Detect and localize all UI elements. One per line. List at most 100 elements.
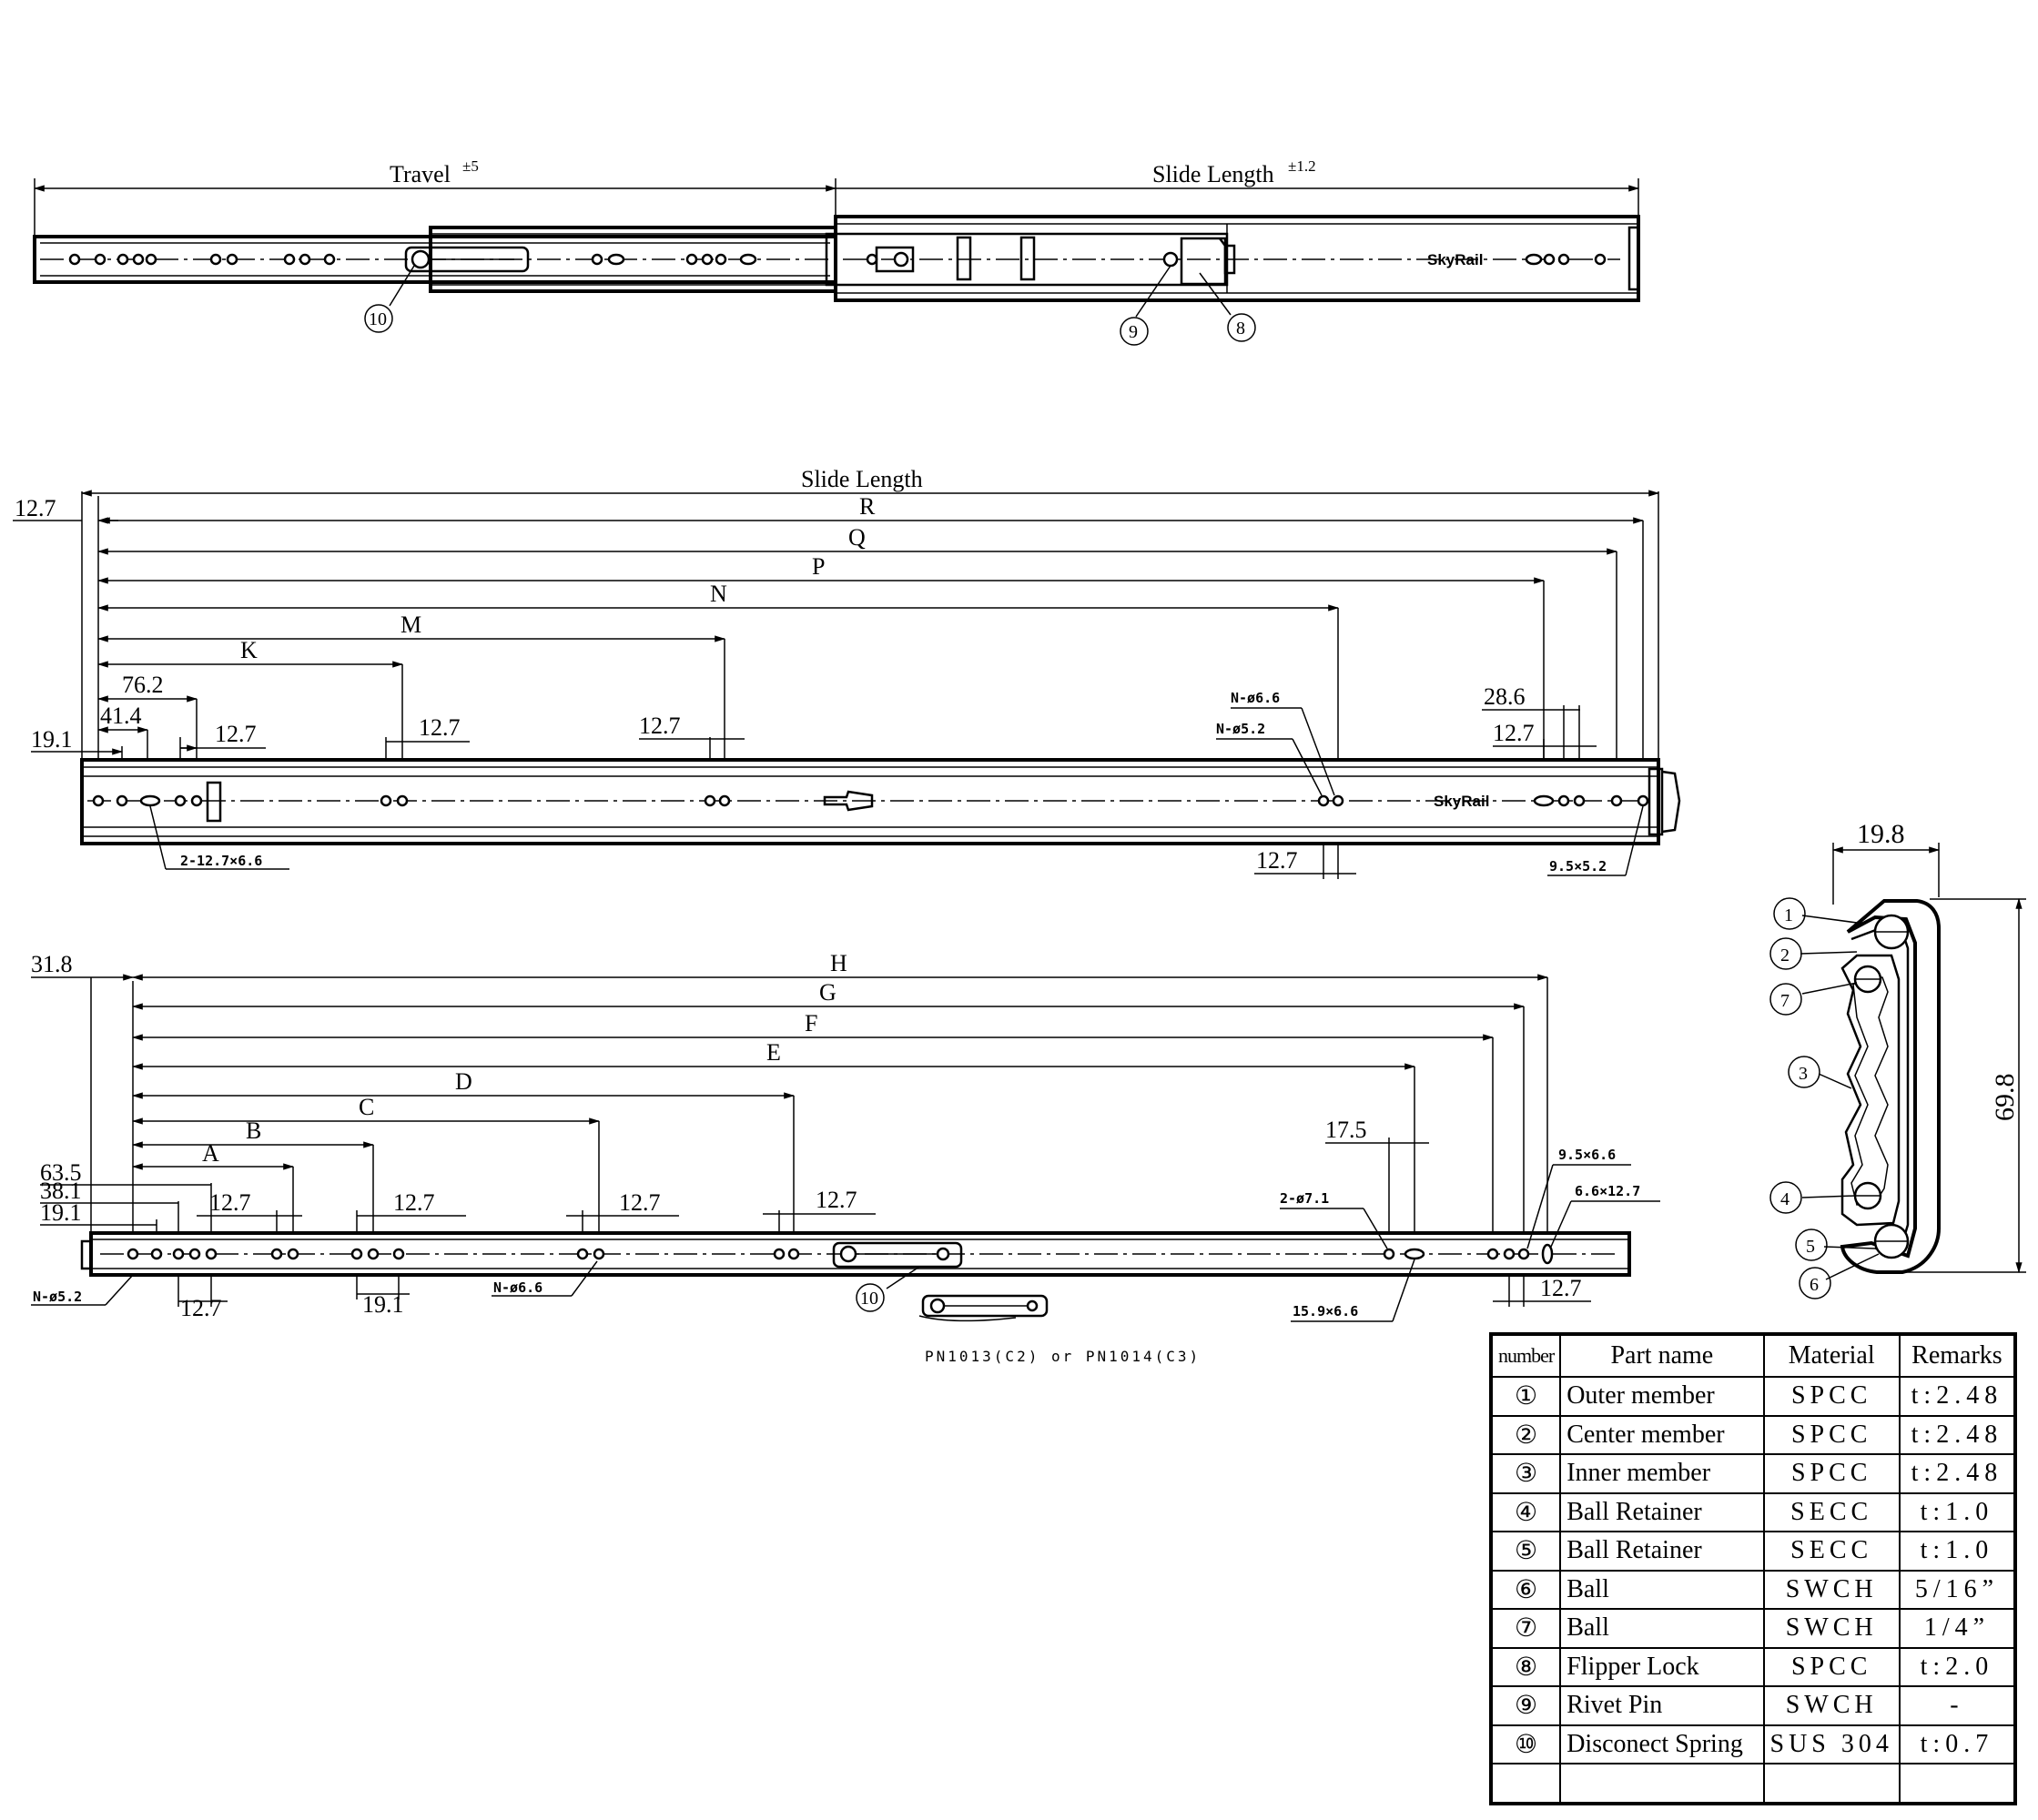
note-slot-mid: 2-12.7×6.6 (180, 853, 262, 869)
dim-19-1-bot: 19.1 (40, 1199, 82, 1226)
part-name: Ball Retainer (1559, 1491, 1765, 1532)
parts-table-row-empty (1489, 1763, 2017, 1805)
note-n66-mid: N-ø6.6 (1231, 690, 1280, 706)
part-material: SECC (1762, 1491, 1901, 1532)
spring-detail (918, 1294, 1049, 1322)
parts-table-header: number Part name Material Remarks (1489, 1333, 2017, 1378)
part-number: ⑩ (1489, 1724, 1562, 1764)
mid-holes (92, 781, 1649, 823)
note-159x66: 15.9×6.6 (1293, 1303, 1358, 1320)
part-number: ⑦ (1489, 1608, 1562, 1649)
part-number: ⑨ (1489, 1685, 1562, 1726)
note-95x66: 9.5×6.6 (1558, 1147, 1616, 1163)
stopper-mid (823, 790, 874, 812)
dim-12-7-b-mid: 12.7 (419, 714, 461, 741)
empty-cell (1559, 1763, 1765, 1805)
slide-length-label-top: Slide Length (1152, 161, 1274, 187)
center-member-section (1840, 954, 1901, 1227)
callout-10-top (364, 304, 393, 333)
dim-28-6: 28.6 (1484, 683, 1526, 710)
part-name: Rivet Pin (1559, 1685, 1765, 1726)
header-material: Material (1762, 1333, 1901, 1378)
dim-F: F (805, 1010, 817, 1036)
part-remarks: 5/16” (1898, 1569, 2017, 1610)
part-material: SECC (1762, 1531, 1901, 1572)
part-remarks: t:1.0 (1898, 1531, 2017, 1572)
svg-text:6: 6 (1810, 1275, 1819, 1295)
part-number: ⑤ (1489, 1531, 1562, 1572)
callout-7-section (1769, 983, 1802, 1016)
travel-label: Travel (390, 161, 451, 187)
dim-12-7-b-bot: 12.7 (393, 1189, 435, 1216)
dim-A: A (202, 1140, 219, 1167)
part-name: Ball (1559, 1569, 1765, 1610)
part-material: SPCC (1762, 1453, 1901, 1494)
part-name: Disconect Spring (1559, 1724, 1765, 1764)
dim-B: B (246, 1117, 261, 1144)
part-number: ① (1489, 1376, 1562, 1417)
dim-31-8: 31.8 (31, 951, 73, 977)
part-material: SUS 304 (1762, 1724, 1901, 1764)
callout-1-section (1773, 897, 1806, 930)
dim-63-5: 63.5 (40, 1159, 82, 1186)
callout-5-section (1795, 1228, 1828, 1261)
disconnect-spring-bot (832, 1241, 963, 1269)
part-name: Flipper Lock (1559, 1646, 1765, 1687)
part-number: ④ (1489, 1491, 1562, 1532)
empty-cell (1489, 1763, 1562, 1805)
svg-text:7: 7 (1780, 991, 1790, 1011)
part-material: SPCC (1762, 1646, 1901, 1687)
callout-2-section (1769, 937, 1802, 970)
part-remarks: t:0.7 (1898, 1724, 2017, 1764)
dim-E: E (766, 1039, 781, 1066)
part-number: ⑥ (1489, 1569, 1562, 1610)
dim-K: K (240, 637, 258, 663)
part-name: Center member (1559, 1414, 1765, 1455)
svg-text:4: 4 (1780, 1189, 1790, 1209)
bottom-view: 31.8 H G F E D C B A 63.5 38.1 19.1 (31, 950, 1660, 1365)
empty-cell (1762, 1763, 1901, 1805)
top-holes (68, 253, 1607, 266)
part-name: Ball Retainer (1559, 1531, 1765, 1572)
note-n52-mid: N-ø5.2 (1216, 721, 1265, 737)
svg-text:10: 10 (860, 1289, 878, 1309)
section-height-dim: 69.8 (1990, 1074, 2020, 1122)
outer-member-top (834, 215, 1640, 302)
header-part-name: Part name (1559, 1333, 1765, 1378)
callout-4-section (1769, 1181, 1802, 1214)
part-material: SWCH (1762, 1608, 1901, 1649)
section-width-dim: 19.8 (1857, 819, 1905, 849)
svg-text:3: 3 (1799, 1064, 1808, 1084)
part-name: Ball (1559, 1608, 1765, 1649)
dim-19-1-under: 19.1 (362, 1291, 404, 1318)
middle-view: Slide Length 12.7 R Q P N M K 76.2 41.4 (13, 466, 1681, 879)
part-remarks: t:2.48 (1898, 1376, 2017, 1417)
part-number: ② (1489, 1414, 1562, 1455)
dim-P: P (812, 553, 825, 580)
svg-text:8: 8 (1236, 318, 1245, 339)
dim-12-7-a-mid: 12.7 (215, 721, 257, 747)
dim-12-7-c-mid: 12.7 (639, 713, 681, 739)
dim-12-7-right-bot: 12.7 (1540, 1275, 1582, 1301)
callout-10-bot (856, 1283, 885, 1312)
part-material: SWCH (1762, 1685, 1901, 1726)
dim-38-1: 38.1 (40, 1178, 82, 1204)
part-number: ③ (1489, 1453, 1562, 1494)
part-remarks: t:2.48 (1898, 1414, 2017, 1455)
dim-12-7-a-bot: 12.7 (209, 1189, 251, 1216)
spring-part-note: PN1013(C2) or PN1014(C3) (925, 1348, 1201, 1365)
svg-text:2: 2 (1780, 945, 1790, 966)
part-material: SPCC (1762, 1376, 1901, 1417)
empty-cell (1898, 1763, 2017, 1805)
dim-C: C (359, 1094, 374, 1120)
dim-D: D (455, 1068, 472, 1095)
